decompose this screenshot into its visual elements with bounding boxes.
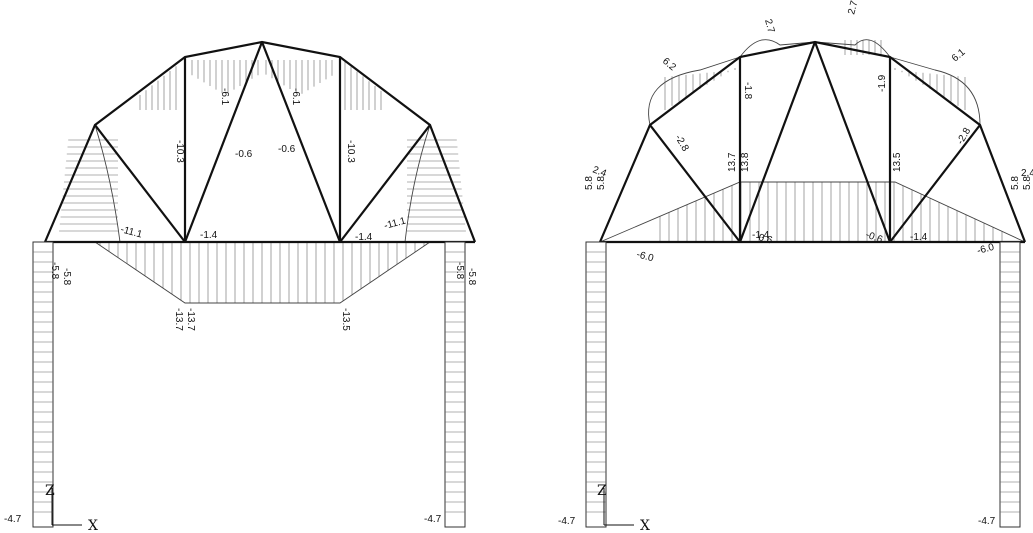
left-arch-diagram-outline xyxy=(94,124,121,243)
label: 13.8 xyxy=(740,152,751,172)
label: -11.1 xyxy=(383,215,408,231)
right-diag-4 xyxy=(889,124,981,243)
label: 13.5 xyxy=(892,152,903,172)
right-column-right xyxy=(999,241,1021,528)
right-diag-1 xyxy=(649,124,741,243)
label: -5.8 xyxy=(49,262,60,280)
label: 2.7 xyxy=(846,0,860,16)
left-axis-indicator: Z X xyxy=(45,483,98,533)
label: 0.6 xyxy=(757,232,774,246)
label: 5.8 xyxy=(1022,176,1033,190)
right-column-hatching xyxy=(586,251,1020,513)
label: -1.4 xyxy=(910,232,928,243)
right-bottom-diagram-outline xyxy=(599,181,1026,243)
left-diag-4 xyxy=(339,124,431,243)
right-column-left xyxy=(585,241,607,528)
label: 6.1 xyxy=(950,47,968,65)
label: -4.7 xyxy=(978,516,996,527)
label: -11.1 xyxy=(119,224,144,240)
label: 6.2 xyxy=(660,56,678,74)
label: -5.8 xyxy=(466,268,477,286)
label: -13.5 xyxy=(340,308,351,331)
label: -6.1 xyxy=(290,88,301,106)
right-diagram: 2.7 2.7 6.2 6.1 2.4 2.4 5.8 5.8 5.8 5.8 … xyxy=(558,0,1033,533)
right-hatch-fills xyxy=(659,40,1003,242)
right-axis-indicator: Z X xyxy=(597,483,650,533)
label: -1.4 xyxy=(200,230,218,241)
label: -0.6 xyxy=(864,229,884,245)
label: 2.4 xyxy=(1021,168,1033,179)
label: -5.8 xyxy=(454,262,465,280)
left-top-arch xyxy=(43,40,477,243)
label: -6.0 xyxy=(635,249,655,264)
label: -1.8 xyxy=(742,82,753,100)
label: -2.8 xyxy=(672,133,690,154)
label: -4.7 xyxy=(558,516,576,527)
label: -6.0 xyxy=(976,242,996,257)
left-diagram: -6.1 -6.1 -10.3 -10.3 -0.6 -0.6 -11.1 -1… xyxy=(4,40,477,533)
label: 5.8 xyxy=(1010,176,1021,190)
x-axis-label: X xyxy=(640,518,650,533)
label: -1.4 xyxy=(355,232,373,243)
right-diag-2 xyxy=(738,41,817,243)
left-bottom-chord-diagram-outline xyxy=(45,241,475,304)
z-axis-label: Z xyxy=(597,483,607,499)
x-axis-label: X xyxy=(88,518,98,533)
label: -10.3 xyxy=(345,140,356,163)
label: -13.7 xyxy=(173,308,184,331)
left-diag-3 xyxy=(260,41,342,243)
left-diag-1 xyxy=(94,124,186,243)
label: -4.7 xyxy=(4,514,22,525)
label: -1.4 xyxy=(752,230,770,241)
left-column-left xyxy=(32,241,54,528)
label: 5.8 xyxy=(584,176,595,190)
label: -4.7 xyxy=(424,514,442,525)
left-hatch-fills xyxy=(59,60,466,303)
label: 2.7 xyxy=(762,18,776,35)
right-arch-bump xyxy=(889,56,981,126)
label: 13.7 xyxy=(727,152,738,172)
z-axis-label: Z xyxy=(45,483,55,499)
label: -1.9 xyxy=(877,74,888,92)
right-arch-bump xyxy=(648,56,741,126)
label: 5.8 xyxy=(596,176,607,190)
left-arch-diagram-outline-right xyxy=(404,124,431,243)
right-diag-3 xyxy=(813,41,892,243)
right-arch-bump xyxy=(738,39,816,58)
label: -5.8 xyxy=(61,268,72,286)
label: -10.3 xyxy=(174,140,185,163)
left-column-right xyxy=(444,241,466,528)
left-column-hatching xyxy=(33,251,465,513)
label: -0.6 xyxy=(278,144,296,155)
label: 2.4 xyxy=(591,164,608,179)
left-diag-2 xyxy=(183,41,264,243)
label: -13.7 xyxy=(185,308,196,331)
label: -0.6 xyxy=(235,149,253,160)
label: -6.1 xyxy=(219,88,230,106)
